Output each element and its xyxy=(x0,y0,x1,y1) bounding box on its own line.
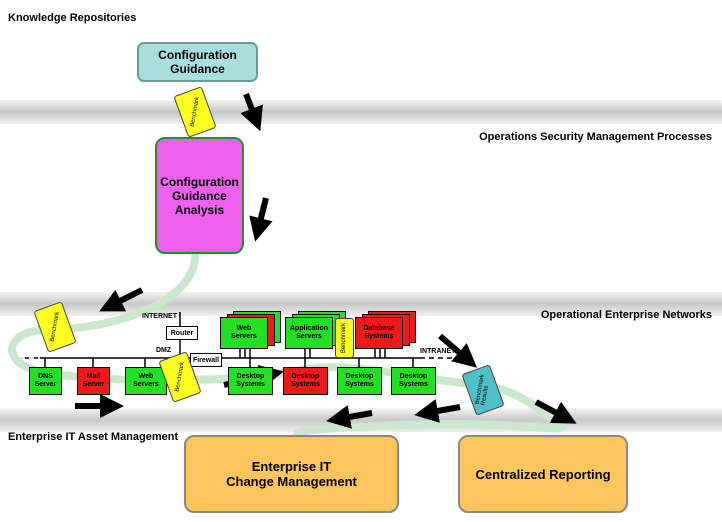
arrow xyxy=(326,405,373,429)
desktop-systems: Desktop Systems xyxy=(391,367,436,395)
mail-server: Mail Server xyxy=(77,367,110,395)
arrow xyxy=(414,399,461,423)
benchmark-scroll: Benchmark xyxy=(335,318,354,358)
lane-divider xyxy=(0,100,722,124)
arrow xyxy=(438,333,478,368)
dns-server: DNS Server xyxy=(29,367,62,395)
arrow xyxy=(249,197,273,242)
centralized-reporting-node[interactable]: Centralized Reporting xyxy=(458,435,628,513)
lane-asset: Enterprise IT Asset Management xyxy=(8,431,179,443)
internet-label: INTERNET xyxy=(142,313,177,320)
firewall: Firewall xyxy=(190,353,222,367)
database-systems-stack: Database Systems xyxy=(355,317,403,349)
scroll-label: Benchmark xyxy=(189,96,201,128)
configuration-guidance-node[interactable]: Configuration Guidance xyxy=(137,42,258,82)
lane-networks: Operational Enterprise Networks xyxy=(540,309,712,321)
arrow xyxy=(534,399,577,424)
scroll-label: Benchmark xyxy=(49,311,61,343)
dmz-label: DMZ xyxy=(156,347,172,354)
web-servers-stack: Web Servers xyxy=(220,317,268,349)
desktop-systems: Desktop Systems xyxy=(228,367,273,395)
arrow xyxy=(99,287,144,312)
lane-operations: Operations Security Management Processes xyxy=(479,131,712,143)
desktop-systems: Desktop Systems xyxy=(283,367,328,395)
intranet-label: INTRANET xyxy=(420,348,456,355)
arrow xyxy=(240,92,263,132)
web-servers: Web Servers xyxy=(125,367,167,395)
lane-knowledge: Knowledge Repositories xyxy=(8,12,137,24)
configuration-guidance-analysis-node[interactable]: Configuration Guidance Analysis xyxy=(155,137,244,254)
desktop-systems: Desktop Systems xyxy=(337,367,382,395)
scroll-label: Benchmark xyxy=(341,322,348,354)
application-servers-stack: Application Servers xyxy=(285,317,333,349)
change-management-node[interactable]: Enterprise IT Change Management xyxy=(184,435,399,513)
router: Router xyxy=(166,326,198,340)
scroll-label: Benchmark xyxy=(174,361,186,393)
scroll-label: Benchmark Results xyxy=(474,374,490,406)
